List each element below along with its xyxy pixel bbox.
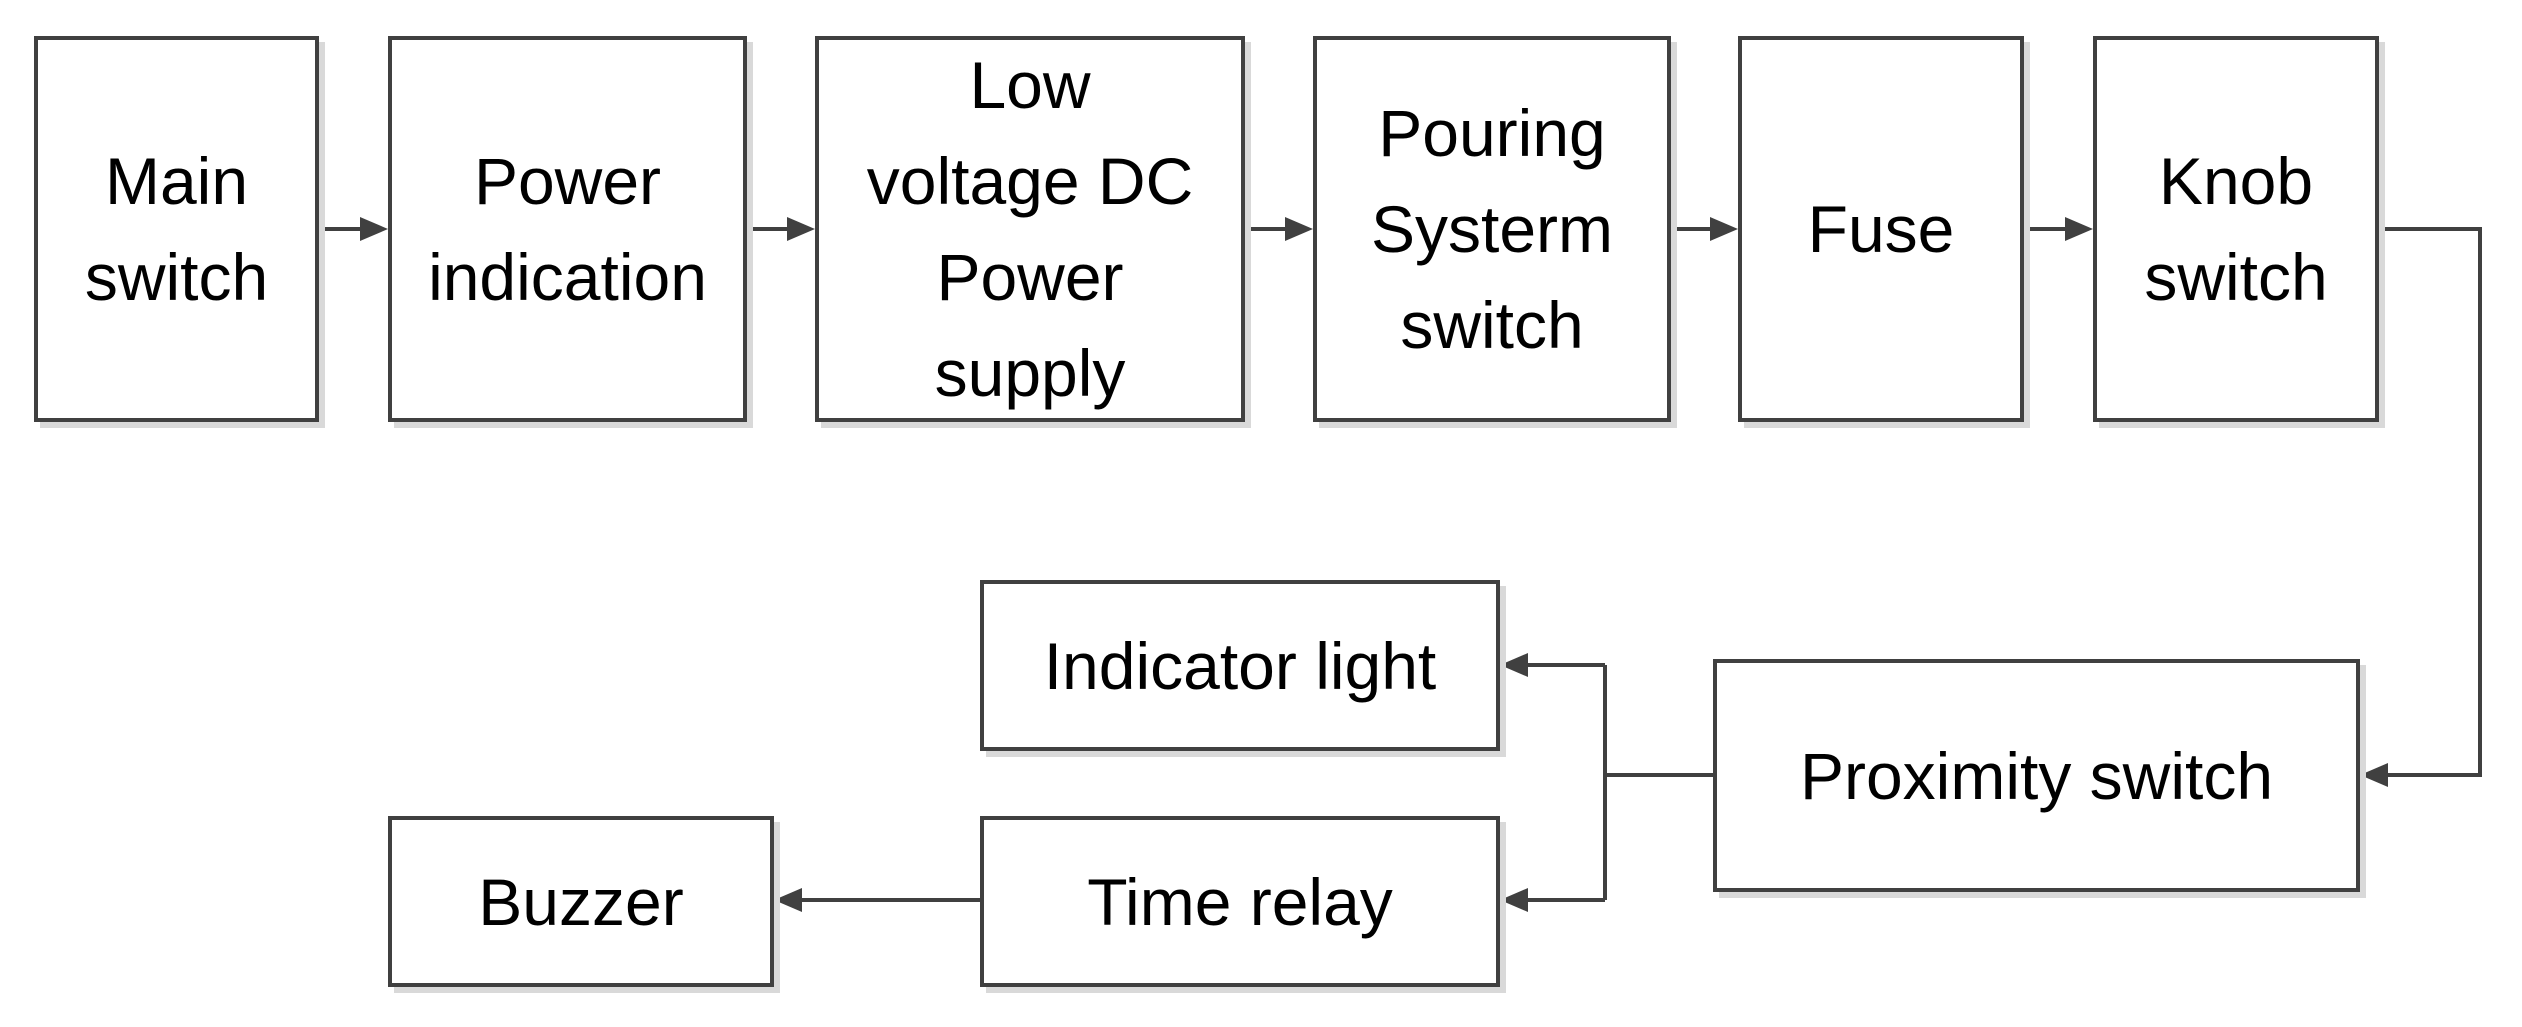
arrowhead-proximity: [2360, 763, 2388, 787]
arrowhead-lowvoltage: [787, 217, 815, 241]
fuse-block: Fuse: [1738, 36, 2024, 422]
power-indication-block: Power indication: [388, 36, 747, 422]
time-relay-block: Time relay: [980, 816, 1500, 987]
time-relay-label: Time relay: [1087, 864, 1393, 939]
pouring-system-switch-label: Pouring Systerm switch: [1370, 96, 1614, 362]
indicator-light-label: Indicator light: [1043, 628, 1437, 703]
low-voltage-dc-label: Low voltage DC Power supply: [866, 48, 1194, 410]
arrowhead-indicator: [1500, 653, 1528, 677]
proximity-switch-block: Proximity switch: [1713, 659, 2360, 892]
knob-switch-block: Knob switch: [2093, 36, 2379, 422]
knob-switch-label: Knob switch: [2144, 144, 2328, 314]
indicator-light-block: Indicator light: [980, 580, 1500, 751]
low-voltage-dc-power-supply-block: Low voltage DC Power supply: [815, 36, 1245, 422]
power-indication-label: Power indication: [428, 144, 707, 314]
main-switch-label: Main switch: [84, 144, 269, 314]
connector-knob-to-proximity: [2379, 227, 2482, 777]
proximity-switch-label: Proximity switch: [1799, 738, 2274, 813]
arrowhead-time-relay: [1500, 888, 1528, 912]
arrowhead-power: [360, 217, 388, 241]
arrowhead-buzzer: [774, 888, 802, 912]
fuse-label: Fuse: [1807, 192, 1955, 266]
arrowhead-knob: [2065, 217, 2093, 241]
buzzer-label: Buzzer: [478, 864, 684, 939]
arrowhead-fuse: [1710, 217, 1738, 241]
main-switch-block: Main switch: [34, 36, 319, 422]
buzzer-block: Buzzer: [388, 816, 774, 987]
pouring-system-switch-block: Pouring Systerm switch: [1313, 36, 1671, 422]
arrowhead-pouring: [1285, 217, 1313, 241]
